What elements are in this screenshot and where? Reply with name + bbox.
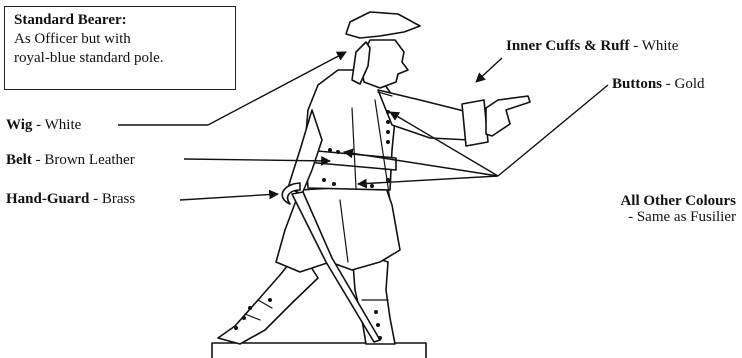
hand-guard-sep: - [89, 191, 102, 207]
belt-value: Brown Leather [44, 152, 134, 168]
hand-shape [486, 96, 530, 136]
standard-bearer-box: Standard Bearer: As Officer but with roy… [4, 6, 236, 90]
inner-cuffs-term: Inner Cuffs & Ruff [506, 38, 629, 54]
standard-bearer-title: Standard Bearer: [14, 11, 235, 30]
wig-term: Wig [6, 117, 32, 133]
cuff-shape [462, 100, 488, 146]
inner-cuffs-label: Inner Cuffs & Ruff - White [506, 37, 678, 55]
inner-cuffs-sep: - [629, 38, 641, 54]
buttons-label: Buttons - Gold [612, 75, 705, 93]
hand-guard-label: Hand-Guard - Brass [6, 190, 135, 208]
belt-sep: - [32, 152, 45, 168]
belt-label: Belt - Brown Leather [6, 151, 135, 169]
wig-sep: - [32, 117, 44, 133]
standard-bearer-line1: As Officer but with [14, 30, 235, 49]
hand-guard-term: Hand-Guard [6, 191, 89, 207]
figure-base [212, 343, 426, 358]
hand-guard-leader-line [180, 194, 278, 200]
buttons-sep: - [662, 76, 675, 92]
standard-bearer-line2: royal-blue standard pole. [14, 49, 235, 68]
hand-guard-value: Brass [102, 191, 135, 207]
all-other-colours-value: - Same as Fusilier [620, 210, 736, 224]
all-other-colours-label: All Other Colours - Same as Fusilier [620, 192, 736, 224]
cuffs-leader-line [476, 58, 502, 82]
inner-cuffs-value: White [642, 38, 679, 54]
all-other-colours-term: All Other Colours [620, 192, 736, 210]
soldier-figure [212, 12, 530, 358]
belt-term: Belt [6, 152, 32, 168]
wig-value: White [45, 117, 82, 133]
tricorne-hat [346, 12, 420, 38]
buttons-term: Buttons [612, 76, 662, 92]
wig-label: Wig - White [6, 116, 81, 134]
buttons-value: Gold [675, 76, 705, 92]
